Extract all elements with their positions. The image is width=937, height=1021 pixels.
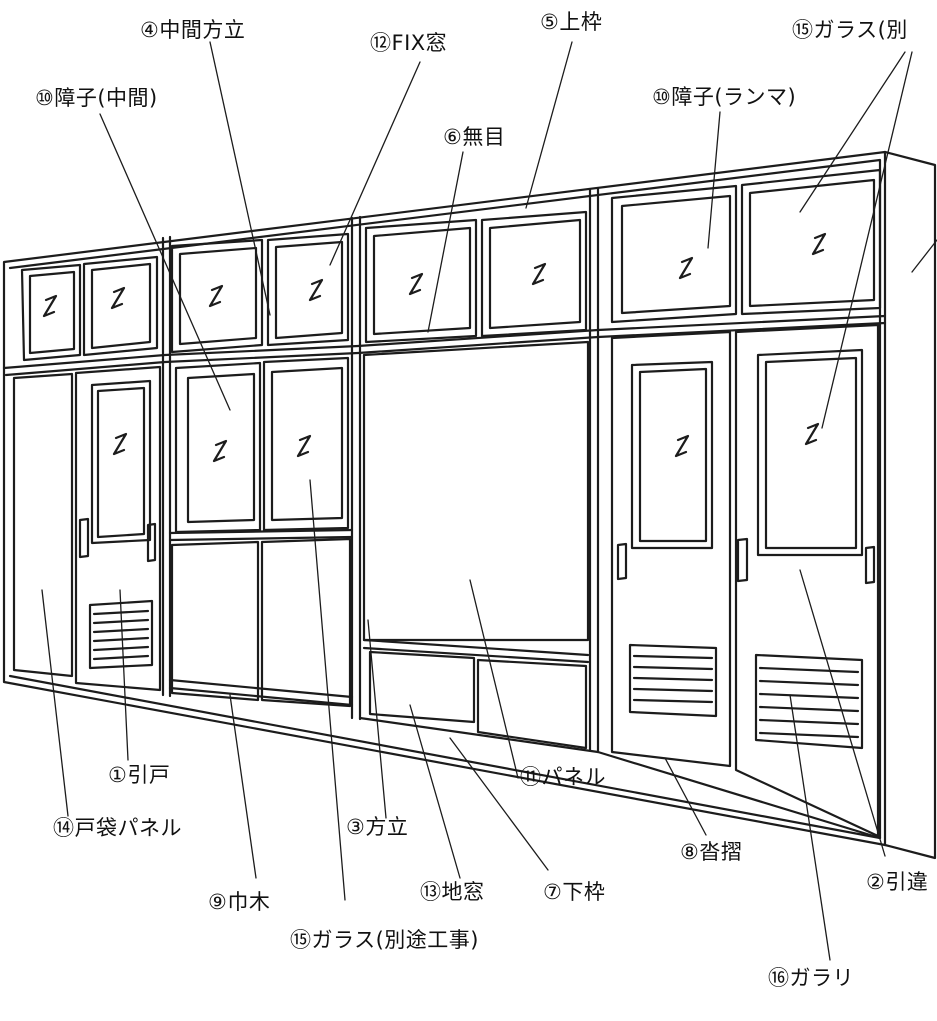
mullion-2	[350, 215, 362, 721]
label-hikichigai: ②引違	[866, 870, 929, 894]
jimado-2	[476, 658, 588, 750]
leader-glass-top-b	[821, 51, 913, 429]
leader-kutsuzuri	[664, 757, 707, 836]
ranma-win-1	[610, 184, 738, 324]
label-panel: ⑪パネル	[520, 765, 606, 789]
frame-side	[883, 150, 937, 860]
label-tobukuro-panel: ⑭戸袋パネル	[53, 816, 182, 840]
lower-panels-bay2	[170, 537, 352, 708]
leader-mume	[427, 151, 464, 333]
shoji-chukan-1	[174, 361, 262, 534]
sliding-door-1	[74, 365, 162, 692]
label-nakama-hodate: ④中間方立	[140, 18, 246, 42]
transom-win-1	[20, 263, 82, 362]
frame-outline	[2, 150, 887, 847]
habaki-line	[168, 678, 354, 707]
door-4	[734, 323, 880, 838]
label-kutsuzuri: ⑧沓摺	[680, 840, 743, 864]
leader-hodate	[367, 619, 387, 819]
label-fix-mado: ⑫FIX窓	[370, 31, 448, 55]
label-hikido: ①引戸	[108, 763, 171, 787]
leader-hikido	[119, 589, 129, 761]
door4-louver	[754, 653, 864, 750]
transom-win-2	[82, 255, 159, 357]
transom-win-3	[364, 218, 478, 344]
label-shitawaku: ⑦下枠	[543, 880, 606, 904]
label-jimado: ⑬地窓	[420, 880, 485, 904]
leader-nakama-hodate	[209, 41, 271, 316]
leader-shoji-chukan	[99, 113, 231, 411]
door3-glass	[630, 360, 714, 550]
shoji-chukan-2	[262, 356, 350, 532]
mume-line	[2, 314, 887, 370]
leader-glass-right	[911, 239, 937, 273]
leader-habaki	[229, 694, 257, 879]
leader-panel	[469, 579, 519, 779]
pocket-panel	[12, 372, 74, 678]
leader-glass-bottom	[309, 479, 346, 901]
label-glass-top-right: ⑮ガラス(別	[792, 18, 908, 42]
label-hodate: ③方立	[346, 815, 409, 839]
glass-marks	[42, 232, 827, 463]
leader-garari	[789, 694, 831, 961]
leader-jimado	[409, 704, 461, 879]
leader-fix-mado	[329, 61, 421, 266]
label-mume: ⑥無目	[443, 125, 506, 149]
jimado-line	[362, 638, 590, 664]
mullion-1	[161, 235, 172, 698]
leader-uwawaku	[525, 41, 573, 209]
leader-shitawaku	[449, 737, 549, 871]
fix-win-2	[266, 232, 350, 347]
label-uwawaku: ⑤上枠	[540, 10, 603, 34]
door4-glass	[756, 348, 864, 557]
label-habaki: ⑨巾木	[208, 890, 271, 914]
leader-glass-top-a	[799, 51, 906, 213]
door-handles	[616, 537, 876, 585]
ranma-win-2	[740, 168, 882, 316]
leader-tobukuro	[41, 589, 69, 817]
leader-shoji-ranma	[707, 111, 721, 249]
door-3	[610, 330, 732, 768]
label-glass-bottom: ⑮ガラス(別途工事)	[290, 928, 479, 952]
kutsuzuri-line	[596, 750, 882, 840]
label-shoji-ranma: ⑩障子(ランマ)	[652, 85, 797, 109]
leader-hikichigai	[799, 569, 886, 857]
panel-11	[362, 340, 590, 642]
door3-louver	[628, 643, 718, 718]
door1-glass	[90, 379, 152, 545]
transom-win-4	[480, 210, 588, 338]
fix-win-1	[170, 238, 264, 354]
frame-inner	[8, 158, 882, 840]
mullion-3	[588, 187, 600, 754]
label-shoji-chukan: ⑩障子(中間)	[35, 86, 158, 110]
label-garari: ⑯ガラリ	[768, 966, 854, 990]
jimado-1	[368, 650, 476, 724]
shitawaku-line	[358, 716, 600, 754]
